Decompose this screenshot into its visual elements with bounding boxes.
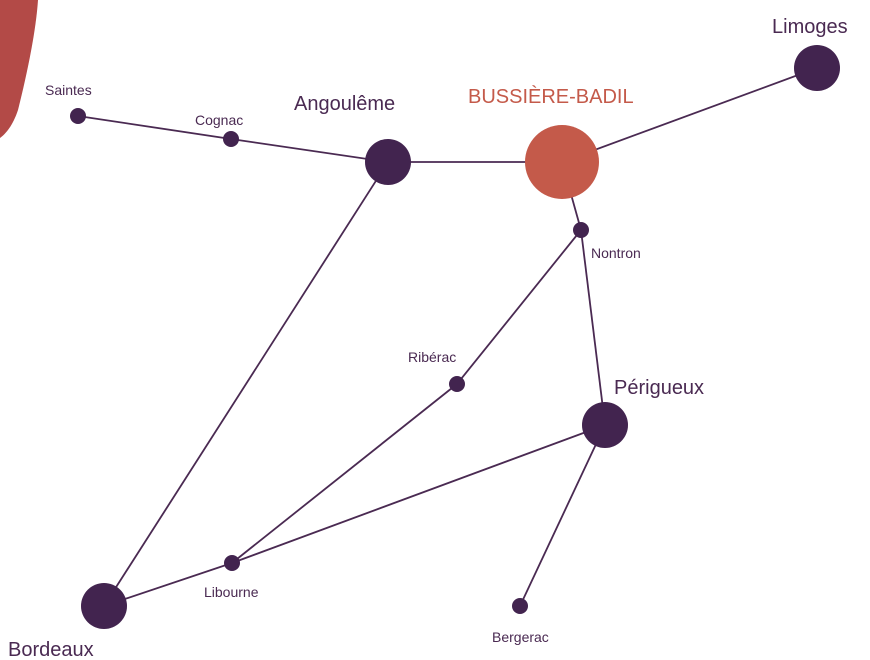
city-label-angouleme: Angoulême — [294, 93, 395, 115]
city-marker-bordeaux — [81, 583, 127, 629]
route-saintes-cognac — [77, 115, 232, 140]
city-label-limoges: Limoges — [772, 16, 848, 38]
city-marker-cognac — [223, 131, 239, 147]
route-nontron-riberac — [456, 229, 582, 385]
decorative-brush-shape — [0, 0, 38, 138]
city-label-saintes: Saintes — [45, 82, 92, 98]
city-marker-perigueux — [582, 402, 628, 448]
route-cognac-angouleme — [230, 138, 389, 163]
city-marker-libourne — [224, 555, 240, 571]
city-marker-angouleme — [365, 139, 411, 185]
city-label-cognac: Cognac — [195, 112, 243, 128]
city-label-riberac: Ribérac — [408, 349, 456, 365]
city-nodes — [70, 45, 840, 629]
city-label-bussiere-badil: BUSSIÈRE-BADIL — [468, 85, 634, 108]
route-angouleme-bordeaux — [103, 161, 389, 607]
city-marker-bussiere — [525, 125, 599, 199]
city-label-perigueux: Périgueux — [614, 377, 704, 399]
city-label-bordeaux: Bordeaux — [8, 639, 94, 660]
city-label-bergerac: Bergerac — [492, 629, 549, 645]
route-nontron-perigueux — [580, 229, 606, 426]
city-marker-nontron — [573, 222, 589, 238]
city-marker-limoges — [794, 45, 840, 91]
route-riberac-libourne — [231, 383, 458, 564]
city-marker-riberac — [449, 376, 465, 392]
route-libourne-perigueux — [231, 424, 606, 564]
route-bussiere-limoges — [561, 67, 818, 163]
city-label-libourne: Libourne — [204, 584, 259, 600]
city-marker-saintes — [70, 108, 86, 124]
route-perigueux-bergerac — [519, 424, 606, 607]
city-marker-bergerac — [512, 598, 528, 614]
route-lines — [77, 67, 818, 607]
city-label-nontron: Nontron — [591, 245, 641, 261]
